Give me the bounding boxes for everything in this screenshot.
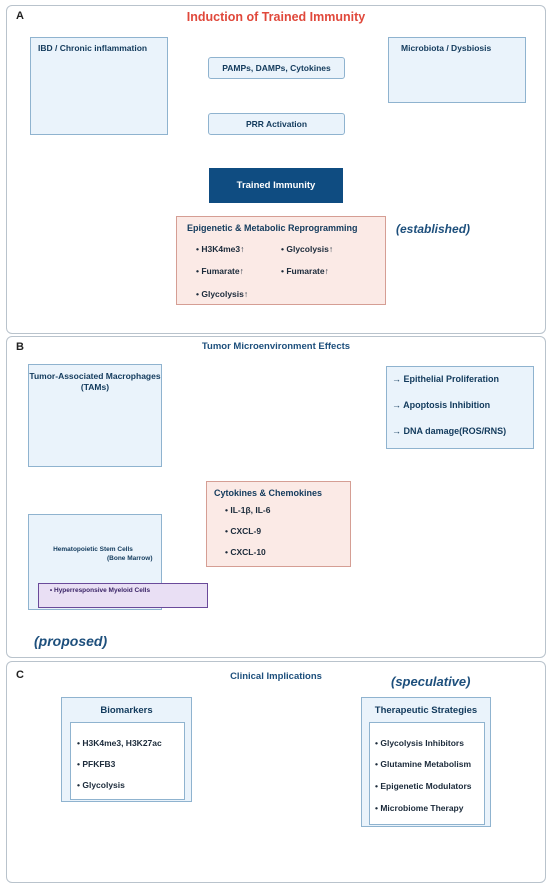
microbiota-box bbox=[388, 37, 526, 103]
speculative-label: (speculative) bbox=[391, 674, 471, 689]
epigenetic-title: Epigenetic & Metabolic Reprogramming bbox=[187, 223, 358, 233]
crc-label: CRC Progression bbox=[185, 621, 260, 631]
prr-label: PRR Activation bbox=[245, 119, 308, 129]
microbiota-label: Microbiota / Dysbiosis bbox=[401, 43, 492, 53]
hsc-label: Hematopoietic Stem Cells bbox=[53, 546, 133, 553]
panel-a-label: A bbox=[16, 10, 24, 22]
effect-item: → Epithelial Proliferation bbox=[392, 374, 500, 384]
effect-item: → Apoptosis Inhibition bbox=[392, 400, 491, 410]
cytokines-box bbox=[206, 481, 351, 567]
cytokine-item: • CXCL-9 bbox=[225, 526, 262, 536]
biomarker-item: • H3K4me3, H3K27ac bbox=[77, 738, 162, 748]
therapy-item: • Glycolysis Inhibitors bbox=[375, 738, 464, 748]
epi-item: • Fumarate↑ bbox=[281, 266, 329, 276]
hyper-box bbox=[38, 583, 208, 608]
ibd-label: IBD / Chronic inflammation bbox=[38, 43, 148, 53]
tams-box bbox=[28, 364, 162, 467]
panel-c-title: Clinical Implications bbox=[230, 671, 322, 682]
epi-item: • H3K4me3↑ bbox=[196, 244, 245, 254]
proposed-label: (proposed) bbox=[34, 633, 108, 649]
effect-item: → DNA damage(ROS/RNS) bbox=[392, 426, 507, 436]
hyper-label: • Hyperresponsive Myeloid Cells bbox=[49, 587, 151, 594]
pro-tumor-label: Pro-tumor bbox=[173, 396, 212, 405]
cytokine-item: • IL-1β, IL-6 bbox=[225, 505, 271, 515]
panel-a-title: Induction of Trained Immunity bbox=[186, 10, 366, 24]
anti-tumor-label: Anti-tumor bbox=[177, 432, 218, 441]
cytokine-item: • CXCL-10 bbox=[225, 547, 266, 557]
biomarkers-list bbox=[70, 722, 185, 800]
therapy-list bbox=[369, 722, 485, 825]
biomarker-item: • PFKFB3 bbox=[77, 759, 116, 769]
trained-immunity-label: Trained Immunity bbox=[236, 180, 316, 191]
ibd-box bbox=[30, 37, 168, 135]
epigenetic-box bbox=[176, 216, 386, 305]
epi-item: • Glycolysis↑ bbox=[196, 289, 249, 299]
therapy-item: • Epigenetic Modulators bbox=[375, 781, 472, 791]
prr-box bbox=[208, 113, 345, 135]
epi-item: • Fumarate↑ bbox=[196, 266, 244, 276]
tams-label: Tumor-Associated Macrophages (TAMs) bbox=[29, 371, 161, 392]
panel-b-title: Tumor Microenvironment Effects bbox=[201, 341, 351, 352]
panel-b-label: B bbox=[16, 341, 24, 353]
trained-immunity-box bbox=[209, 168, 343, 203]
established-label: (established) bbox=[396, 222, 471, 236]
biomarker-item: • Glycolysis bbox=[77, 780, 125, 790]
therapy-title: Therapeutic Strategies bbox=[374, 705, 478, 716]
pamps-box bbox=[208, 57, 345, 79]
bone-marrow-label: (Bone Marrow) bbox=[107, 555, 153, 562]
epi-item: • Glycolysis↑ bbox=[281, 244, 334, 254]
pamps-label: PAMPs, DAMPs, Cytokines bbox=[222, 63, 331, 73]
therapy-item: • Microbiome Therapy bbox=[375, 803, 464, 813]
therapy-item: • Glutamine Metabolism bbox=[375, 759, 472, 769]
panel-c-label: C bbox=[16, 669, 24, 681]
biomarkers-title: Biomarkers bbox=[100, 705, 153, 716]
cytokines-title: Cytokines & Chemokines bbox=[214, 488, 323, 498]
effects-box bbox=[386, 366, 534, 449]
